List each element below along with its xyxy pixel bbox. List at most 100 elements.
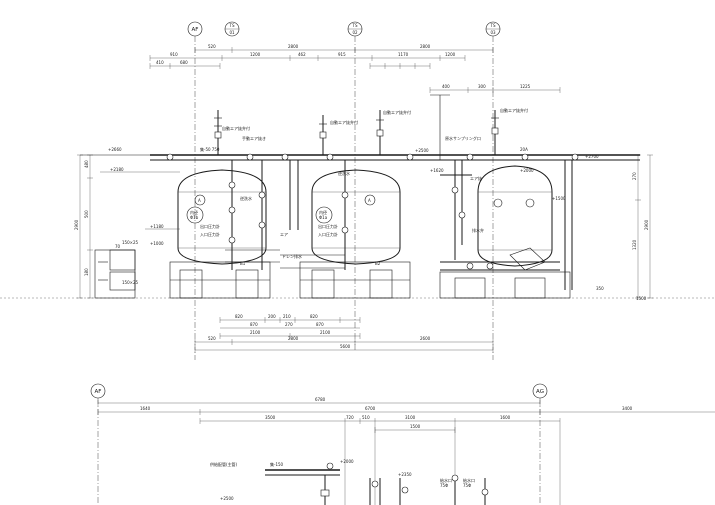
svg-text:02: 02 — [352, 30, 358, 35]
svg-text:500: 500 — [84, 210, 89, 218]
svg-text:2800: 2800 — [288, 336, 299, 341]
svg-text:給水口: 給水口 — [463, 477, 475, 483]
svg-text:180: 180 — [84, 268, 89, 276]
svg-text:+2660: +2660 — [108, 147, 122, 152]
svg-text:1225: 1225 — [520, 84, 531, 89]
dimension-chain-bottom: 6780 1640 6700 3400 3500 720 510 3100 16… — [97, 397, 715, 505]
svg-text:1200: 1200 — [250, 52, 261, 57]
svg-text:680: 680 — [180, 60, 188, 65]
svg-text:3500: 3500 — [265, 415, 276, 420]
svg-text:200: 200 — [268, 314, 276, 319]
svg-text:集-150: 集-150 — [270, 461, 284, 467]
svg-text:入口圧力計: 入口圧力計 — [318, 231, 338, 237]
svg-text:TS: TS — [229, 23, 235, 28]
svg-text:+2000: +2000 — [340, 459, 354, 464]
svg-text:+2350: +2350 — [398, 472, 412, 477]
svg-text:+1000: +1000 — [150, 241, 164, 246]
svg-text:AF: AF — [95, 389, 102, 395]
svg-text:870: 870 — [316, 322, 324, 327]
svg-text:ドレン排水: ドレン排水 — [282, 253, 302, 259]
svg-text:480: 480 — [84, 160, 89, 168]
svg-text:820: 820 — [310, 314, 318, 319]
svg-text:+2500: +2500 — [415, 148, 429, 153]
svg-text:内径: 内径 — [190, 209, 198, 215]
svg-text:300: 300 — [478, 84, 486, 89]
svg-text:5600: 5600 — [340, 344, 351, 349]
tank-3-base — [439, 247, 571, 299]
svg-text:870: 870 — [250, 322, 258, 327]
svg-text:1170: 1170 — [398, 52, 409, 57]
svg-text:1200: 1200 — [445, 52, 456, 57]
svg-text:エア: エア — [280, 232, 288, 237]
svg-text:915: 915 — [338, 52, 346, 57]
grid-bubble-af-top: AF — [187, 21, 203, 37]
svg-text:20A: 20A — [520, 147, 528, 152]
grid-bubble-ts03: TS 03 — [485, 21, 501, 37]
tank-2-base — [299, 261, 411, 299]
svg-text:1600: 1600 — [500, 415, 511, 420]
tank-1-base — [169, 261, 271, 299]
svg-text:手動エア抜き: 手動エア抜き — [242, 135, 266, 141]
svg-text:+2000: +2000 — [520, 168, 534, 173]
grid-lines — [0, 36, 715, 505]
svg-text:410: 410 — [156, 60, 164, 65]
air-vent-risers: 自動エア抜弁付 自動エア抜弁付 自動エア抜弁付 自動エア抜弁付 原水サンプリング… — [214, 94, 528, 160]
svg-text:2100: 2100 — [320, 330, 331, 335]
tank-1-piping: 逆洗水 — [225, 160, 280, 270]
svg-text:6700: 6700 — [365, 406, 376, 411]
svg-text:270: 270 — [632, 172, 637, 180]
svg-text:462: 462 — [298, 52, 306, 57]
svg-text:自動エア抜弁付: 自動エア抜弁付 — [500, 107, 528, 113]
svg-text:自動エア抜弁付: 自動エア抜弁付 — [222, 125, 250, 131]
svg-text:70: 70 — [115, 244, 121, 249]
svg-text:75Φ: 75Φ — [440, 483, 448, 488]
svg-text:集-50 750: 集-50 750 — [200, 146, 220, 152]
grid-bubble-ag-bottom: AG — [532, 383, 548, 399]
svg-text:350: 350 — [596, 286, 604, 291]
svg-text:出口圧力計: 出口圧力計 — [318, 223, 338, 229]
dimension-chain-lower: 820 200 210 820 870 270 870 2100 2100 52… — [194, 314, 494, 353]
svg-text:2100: 2100 — [250, 330, 261, 335]
svg-text:1640: 1640 — [140, 406, 151, 411]
dimension-chain-top: 520 2800 2800 910 1200 462 915 1170 1200… — [149, 44, 561, 93]
svg-text:+1180: +1180 — [150, 224, 164, 229]
svg-text:3400: 3400 — [622, 406, 633, 411]
svg-text:AF: AF — [192, 27, 199, 33]
svg-text:原水サンプリング口: 原水サンプリング口 — [445, 135, 481, 141]
svg-text:入口圧力計: 入口圧力計 — [200, 231, 220, 237]
svg-text:210: 210 — [283, 314, 291, 319]
svg-text:01: 01 — [229, 30, 235, 35]
grid-bubble-af-bottom: AF — [90, 383, 106, 399]
svg-text:520: 520 — [208, 44, 216, 49]
svg-text:A: A — [368, 198, 371, 203]
tank-2-piping: 逆洗水 エア ドレン排水 — [280, 160, 350, 270]
svg-text:820: 820 — [235, 314, 243, 319]
control-panel: 70 150×25 150×25 — [94, 240, 139, 299]
svg-text:2900: 2900 — [644, 219, 649, 230]
svg-text:給水口: 給水口 — [440, 477, 452, 483]
svg-text:520: 520 — [208, 336, 216, 341]
svg-text:510: 510 — [362, 415, 370, 420]
svg-text:1500: 1500 — [410, 424, 421, 429]
svg-text:TS: TS — [352, 23, 358, 28]
svg-text:逆洗水: 逆洗水 — [240, 195, 252, 201]
dimension-side-left: 2900 480 500 180 — [74, 154, 93, 299]
dimension-side-right: 2900 1320 270 — [632, 154, 653, 299]
svg-text:+1500: +1500 — [552, 196, 566, 201]
svg-text:B1: B1 — [240, 261, 246, 266]
svg-text:03: 03 — [490, 30, 496, 35]
header-pipe: 集-50 750 20A +2660 +2700 — [80, 146, 640, 161]
svg-text:2600: 2600 — [420, 336, 431, 341]
svg-text:AG: AG — [536, 389, 544, 395]
svg-text:+2180: +2180 — [110, 167, 124, 172]
svg-text:B2: B2 — [375, 261, 381, 266]
svg-text:+1620: +1620 — [430, 168, 444, 173]
svg-text:2800: 2800 — [420, 44, 431, 49]
svg-text:150×25: 150×25 — [122, 240, 139, 245]
svg-text:270: 270 — [285, 322, 293, 327]
svg-text:1500: 1500 — [636, 296, 647, 301]
svg-text:2900: 2900 — [74, 219, 79, 230]
svg-text:Φ1b: Φ1b — [190, 215, 199, 220]
svg-text:400: 400 — [442, 84, 450, 89]
